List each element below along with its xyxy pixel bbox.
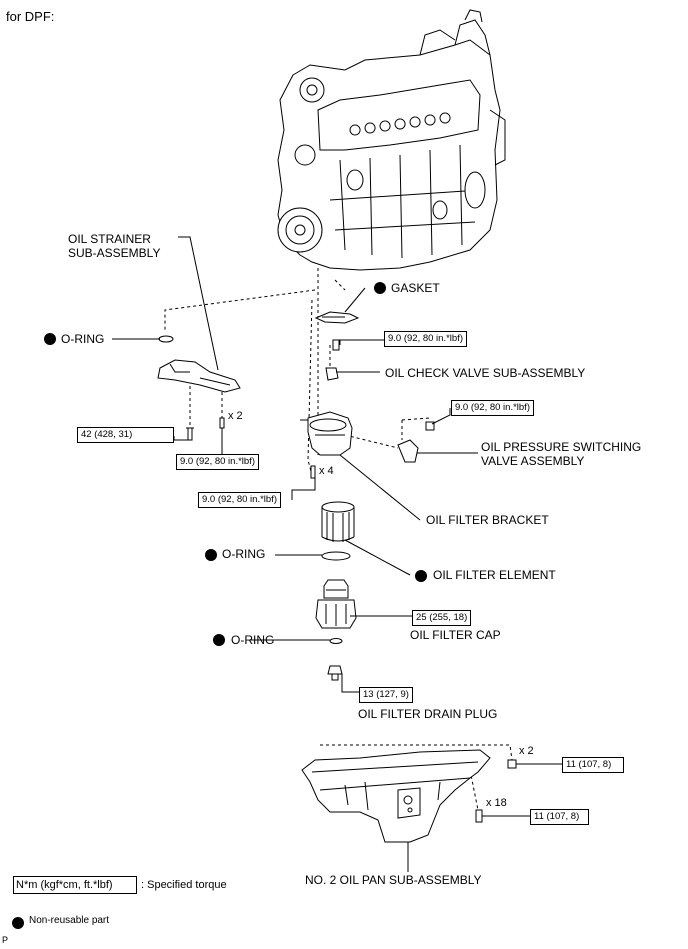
label-oring-cap: O-RING	[231, 633, 275, 647]
torque-filter-cap: 25 (255, 18)	[412, 610, 472, 626]
oil-strainer-shape	[157, 359, 241, 393]
label-oil-pan: NO. 2 OIL PAN SUB-ASSEMBLY	[305, 873, 482, 887]
torque-oil-pan-top: 11 (107, 8)	[562, 757, 624, 773]
engine-block	[277, 9, 506, 271]
torque-drain-plug: 13 (127, 9)	[359, 687, 413, 703]
torque-bracket-bolt: 9.0 (92, 80 in.*lbf)	[198, 492, 281, 508]
nonreusable-icon	[374, 282, 386, 294]
torque-oil-pan-bottom: 11 (107, 8)	[530, 809, 589, 825]
label-oring-element: O-RING	[222, 547, 266, 561]
oil-filter-bracket-shape	[300, 411, 353, 456]
nonreusable-icon	[44, 333, 56, 345]
nonreusable-icon	[12, 917, 24, 929]
legend-nonreusable: Non-reusable part	[29, 915, 110, 926]
nonreusable-icon	[205, 549, 217, 561]
oil-filter-element-shape	[321, 501, 355, 542]
footer-code: P	[2, 935, 9, 945]
label-oil-filter-element: OIL FILTER ELEMENT	[433, 568, 556, 582]
torque-pressure-valve-bolt: 9.0 (92, 80 in.*lbf)	[451, 400, 534, 416]
page-title: for DPF:	[6, 9, 55, 24]
legend-torque-desc: : Specified torque	[141, 879, 227, 891]
oil-filter-cap-shape	[315, 579, 357, 629]
label-oil-pressure-valve: OIL PRESSURE SWITCHING VALVE ASSEMBLY	[481, 440, 642, 468]
torque-check-valve: 9.0 (92, 80 in.*lbf)	[384, 331, 467, 347]
legend-torque-box: N*m (kgf*cm, ft.*lbf)	[13, 876, 137, 894]
nonreusable-icon	[415, 570, 427, 582]
oil-pan-shape	[301, 749, 491, 843]
multiplier-oil-pan-nuts: x 2	[519, 745, 534, 757]
multiplier-oil-pan-bolts: x 18	[486, 797, 507, 809]
label-oil-filter-cap: OIL FILTER CAP	[410, 628, 501, 642]
label-oring-strainer: O-RING	[61, 332, 105, 346]
label-oil-filter-bracket: OIL FILTER BRACKET	[426, 513, 549, 527]
multiplier-strainer-bolts: x 2	[228, 410, 243, 422]
multiplier-bracket-bolts: x 4	[319, 465, 334, 477]
label-gasket: GASKET	[391, 281, 440, 295]
nonreusable-icon	[213, 634, 225, 646]
label-oil-strainer: OIL STRAINER SUB-ASSEMBLY	[68, 232, 161, 260]
label-oil-filter-drain-plug: OIL FILTER DRAIN PLUG	[358, 707, 498, 721]
torque-strainer-bolt-left: 42 (428, 31)	[77, 427, 174, 443]
torque-strainer-bolt-right: 9.0 (92, 80 in.*lbf)	[176, 454, 259, 470]
label-oil-check-valve: OIL CHECK VALVE SUB-ASSEMBLY	[385, 366, 586, 380]
